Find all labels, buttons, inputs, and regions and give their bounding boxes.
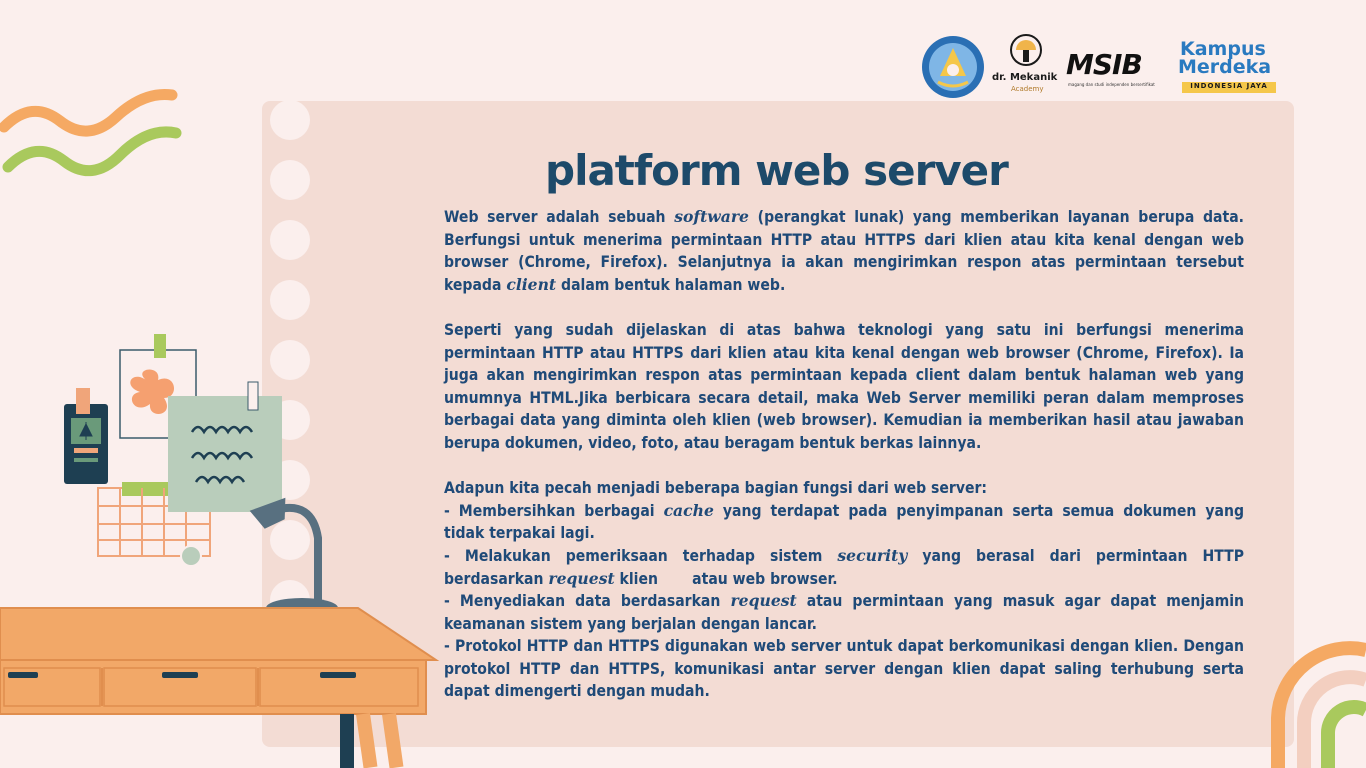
italic-term: client <box>506 274 557 294</box>
desk-illustration <box>0 334 440 768</box>
binder-hole <box>270 280 310 320</box>
italic-term: security <box>837 545 908 565</box>
list-item: - Melakukan pemeriksaan terhadap sistem … <box>444 545 1244 588</box>
rainbow-decoration <box>1271 641 1366 768</box>
slide-title: platform web server <box>545 146 1009 195</box>
binder-hole <box>270 100 310 140</box>
dr-mekanik-academy: Academy <box>1011 85 1044 93</box>
logo-row: dr. Mekanik Academy MSIB magang dan stud… <box>920 34 1280 100</box>
list-item: - Menyediakan data berdasarkan request a… <box>444 591 1245 633</box>
kampus-logo: Kampus <box>1180 38 1266 60</box>
list-intro: Adapun kita pecah menjadi beberapa bagia… <box>444 479 988 498</box>
slide-body: Web server adalah sebuah software (peran… <box>444 206 1244 703</box>
paragraph-definition: Web server adalah sebuah software (peran… <box>444 207 1244 294</box>
italic-term: cache <box>663 500 714 520</box>
dr-mekanik-name: dr. Mekanik <box>992 72 1058 83</box>
tut-wuri-handayani-logo <box>922 36 984 98</box>
paragraph-explanation: Seperti yang sudah dijelaskan di atas ba… <box>444 320 1244 452</box>
italic-term: request <box>730 591 797 611</box>
merdeka-logo: Merdeka <box>1178 56 1272 78</box>
binder-hole <box>270 520 310 560</box>
notepaper-background <box>262 101 1294 747</box>
indonesia-jaya-label: INDONESIA JAYA <box>1182 82 1276 93</box>
squiggle-decoration <box>0 88 182 177</box>
msib-logo: MSIB <box>1066 48 1143 81</box>
binder-hole <box>270 220 310 260</box>
list-item: - Protokol HTTP dan HTTPS digunakan web … <box>444 637 1244 701</box>
binder-hole <box>270 160 310 200</box>
wrench-icon <box>1010 34 1042 66</box>
binder-hole <box>270 340 310 380</box>
list-item: - Membersihkan berbagai cache yang terda… <box>444 500 1244 543</box>
msib-tagline: magang dan studi independen bersertifika… <box>1068 82 1155 87</box>
italic-term: request <box>548 568 615 588</box>
italic-term: software <box>674 207 749 226</box>
